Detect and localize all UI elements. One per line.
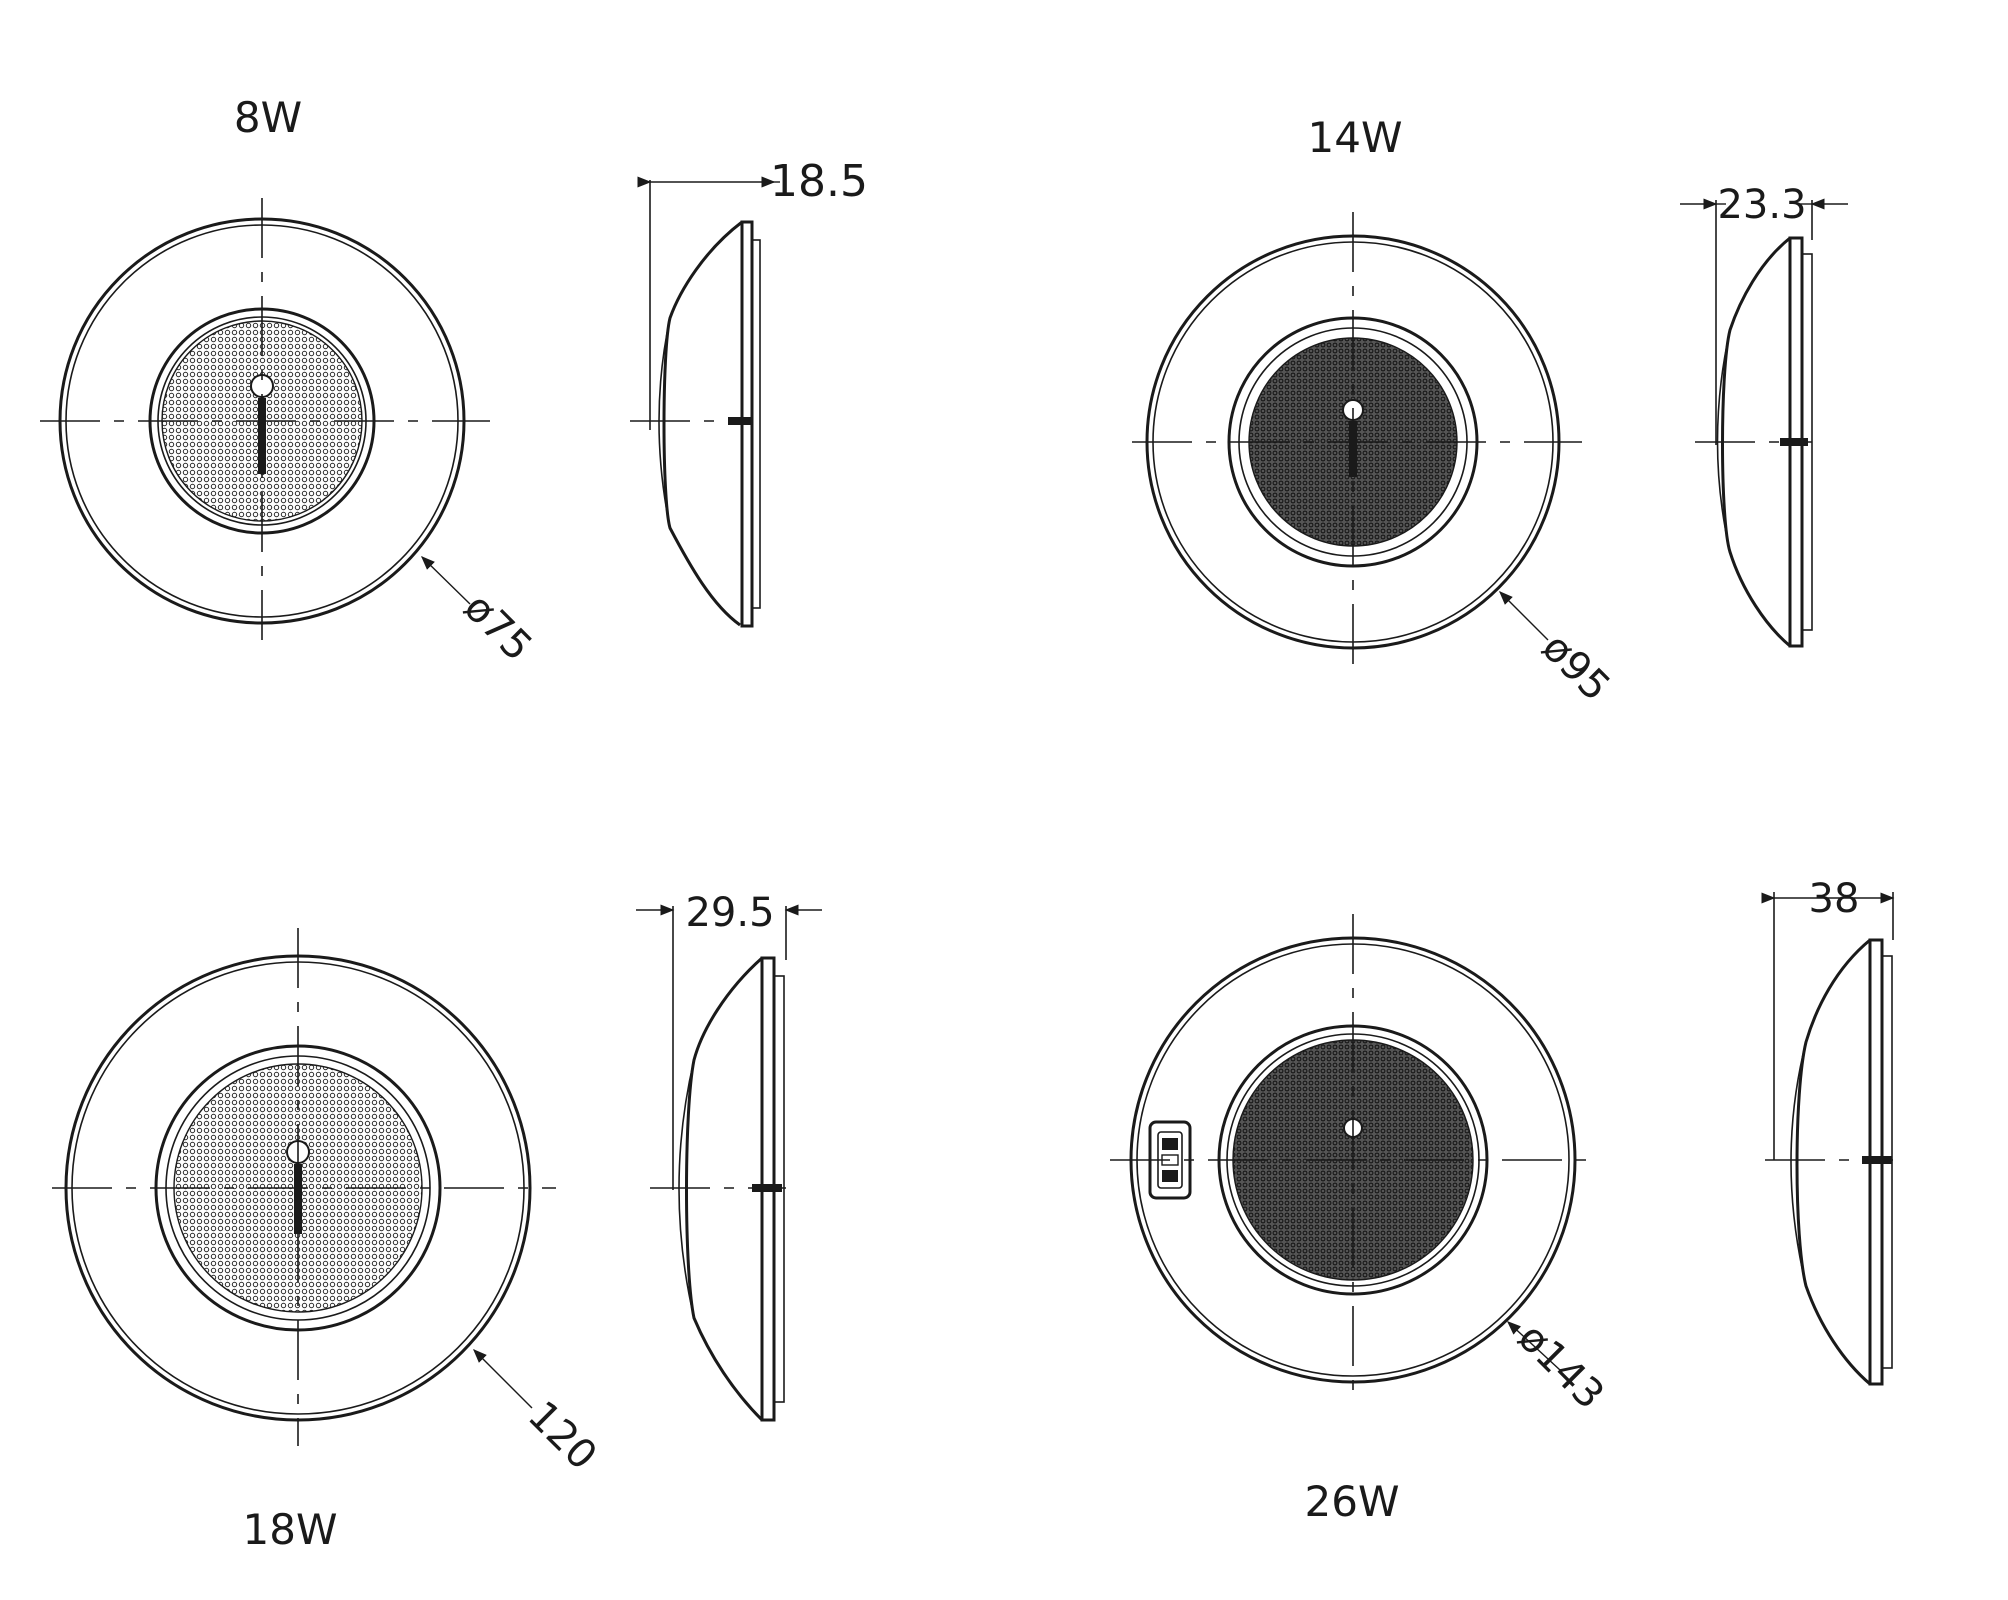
wattage-label-14w: 14W bbox=[1308, 113, 1403, 162]
view-26w: 26W 38 bbox=[1110, 876, 1895, 1526]
diameter-dim-26w: ø143 bbox=[1506, 1315, 1613, 1419]
depth-label-18w: 29.5 bbox=[685, 890, 774, 936]
depth-label-26w: 38 bbox=[1809, 876, 1860, 922]
side-switch-14w bbox=[1780, 438, 1808, 446]
diameter-dim-14w: ø95 bbox=[1499, 591, 1619, 710]
depth-label-14w: 23.3 bbox=[1717, 182, 1806, 228]
diameter-dim-18w: 120 bbox=[473, 1349, 606, 1480]
front-view-26w bbox=[1110, 914, 1596, 1404]
view-14w: 14W 23.3 bbox=[1132, 113, 1848, 710]
front-view-18w bbox=[52, 928, 556, 1446]
side-switch-18w bbox=[752, 1184, 782, 1192]
diameter-label-26w: ø143 bbox=[1509, 1315, 1613, 1419]
front-view-8w bbox=[40, 198, 490, 640]
depth-label-8w: 18.5 bbox=[770, 156, 868, 207]
wattage-label-26w: 26W bbox=[1305, 1477, 1400, 1526]
side-view-26w: 38 bbox=[1761, 876, 1895, 1386]
view-18w: 18W 29.5 120 bbox=[52, 890, 822, 1554]
diameter-dim-8w: ø75 bbox=[420, 556, 541, 671]
side-switch-26w bbox=[1862, 1156, 1892, 1164]
view-8w: 8W 18.5 ø75 bbox=[40, 93, 868, 670]
diameter-label-18w: 120 bbox=[519, 1393, 606, 1480]
wattage-label-8w: 8W bbox=[234, 93, 302, 142]
front-view-14w bbox=[1132, 212, 1582, 670]
diameter-label-8w: ø75 bbox=[455, 585, 541, 671]
side-view-14w: 23.3 bbox=[1680, 182, 1848, 648]
side-view-18w: 29.5 bbox=[636, 890, 822, 1422]
side-view-8w: 18.5 bbox=[630, 156, 868, 628]
side-switch-8w bbox=[728, 417, 752, 425]
wattage-label-18w: 18W bbox=[243, 1505, 338, 1554]
